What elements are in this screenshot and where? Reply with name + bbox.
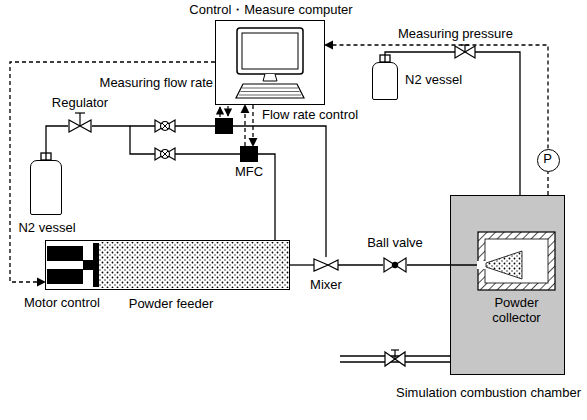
- signal-line: [244, 105, 245, 146]
- exhaust-valve: [385, 350, 405, 366]
- drawing-part: [478, 232, 555, 290]
- drawing-part: [394, 350, 395, 359]
- drawing-part: [461, 44, 469, 45]
- stop-valve: [455, 45, 475, 58]
- drawing-part: [162, 151, 168, 157]
- computer-box-outline: [216, 21, 326, 106]
- drawing-part: [242, 33, 298, 69]
- drawing-part: [239, 95, 301, 96]
- node-label: Ball valve: [367, 236, 423, 251]
- signal-label: Flow rate control: [262, 108, 358, 123]
- drawing-part: [47, 246, 83, 261]
- signal-line: [547, 172, 548, 196]
- mixer-symbol-outline: [314, 257, 338, 273]
- combustion-chamber: Simulation combustion chamberPowder coll…: [450, 195, 565, 375]
- signal-line: [227, 106, 228, 116]
- node-label: N2 vessel: [405, 73, 462, 88]
- drawing-part: [328, 260, 338, 270]
- pipe-line: [338, 264, 383, 265]
- drawing-part: [99, 242, 289, 288]
- signal-line: [252, 105, 253, 146]
- needle-valve: [155, 120, 175, 132]
- pressure-gauge: P: [537, 149, 560, 172]
- node-label: Mixer: [310, 278, 342, 293]
- gas-pipe: [233, 126, 326, 257]
- signal-line: [325, 45, 548, 149]
- node-label: N2 vessel: [18, 221, 75, 236]
- regulator-valve: Regulator: [68, 118, 92, 134]
- pipe-line: [46, 126, 68, 160]
- node-label: Powder feeder: [129, 297, 214, 312]
- computer-box: Control・Measure computer: [215, 20, 325, 105]
- mfc-box: MFC: [240, 146, 258, 162]
- powder-feeder-outline: [46, 241, 291, 291]
- mixer-symbol: Mixer: [314, 257, 338, 273]
- chamber-fill: [450, 195, 565, 375]
- drawing-part: [391, 349, 399, 350]
- signal-label: Motor control: [24, 296, 100, 311]
- drawing-part: [161, 150, 170, 159]
- node-label: Control・Measure computer: [189, 3, 352, 18]
- drawing-part: [464, 45, 465, 52]
- drawing-part: [155, 120, 175, 132]
- signal-label: Measuring pressure: [398, 27, 513, 42]
- drawing-part: [161, 122, 170, 131]
- drawing-part: [241, 91, 300, 92]
- drawing-part: [485, 239, 548, 283]
- drawing-part: [75, 112, 85, 113]
- drawing-part: [79, 113, 80, 126]
- exhaust-pipe: [340, 361, 450, 362]
- pipe-line: [290, 264, 314, 265]
- drawing-part: [162, 123, 168, 129]
- drawing-part: [155, 148, 175, 160]
- pipe-line: [407, 264, 478, 265]
- drawing-part: [242, 88, 298, 89]
- regulator-valve-outline: [68, 118, 92, 134]
- needle-valve: [155, 148, 175, 160]
- drawing-part: [384, 258, 406, 272]
- gas-vessel: N2 vessel: [30, 160, 62, 215]
- drawing-part: [486, 251, 522, 279]
- signal-label: Measuring flow rate: [100, 76, 213, 91]
- drawing-part: [93, 243, 99, 287]
- drawing-part: [455, 46, 475, 58]
- drawing-part: [237, 28, 303, 74]
- node-label: Powder collector: [478, 296, 555, 326]
- drawing-part: [69, 120, 91, 132]
- signal-line: [219, 107, 220, 117]
- gas-vessel: N2 vessel: [372, 62, 398, 100]
- node-label: P: [543, 152, 552, 167]
- ball-valve: Ball valve: [383, 257, 407, 273]
- drawing-part: [47, 269, 83, 284]
- drawing-part: [314, 259, 328, 271]
- powder-collector: Powder collector: [478, 232, 555, 290]
- pipe-line: [385, 52, 520, 195]
- drawing-part: [477, 261, 486, 269]
- drawing-part: [236, 84, 304, 98]
- powder-feeder: Powder feeder: [45, 240, 290, 290]
- drawing-part: [83, 260, 93, 270]
- mfc-box: [215, 118, 233, 134]
- drawing-part: [392, 262, 398, 268]
- powder-collector-outline: [478, 232, 555, 290]
- node-label: Simulation combustion chamber: [396, 386, 581, 401]
- node-label: MFC: [235, 165, 263, 180]
- ball-valve-outline: [383, 257, 407, 273]
- drawing-part: [263, 74, 277, 81]
- node-label: Regulator: [52, 96, 108, 111]
